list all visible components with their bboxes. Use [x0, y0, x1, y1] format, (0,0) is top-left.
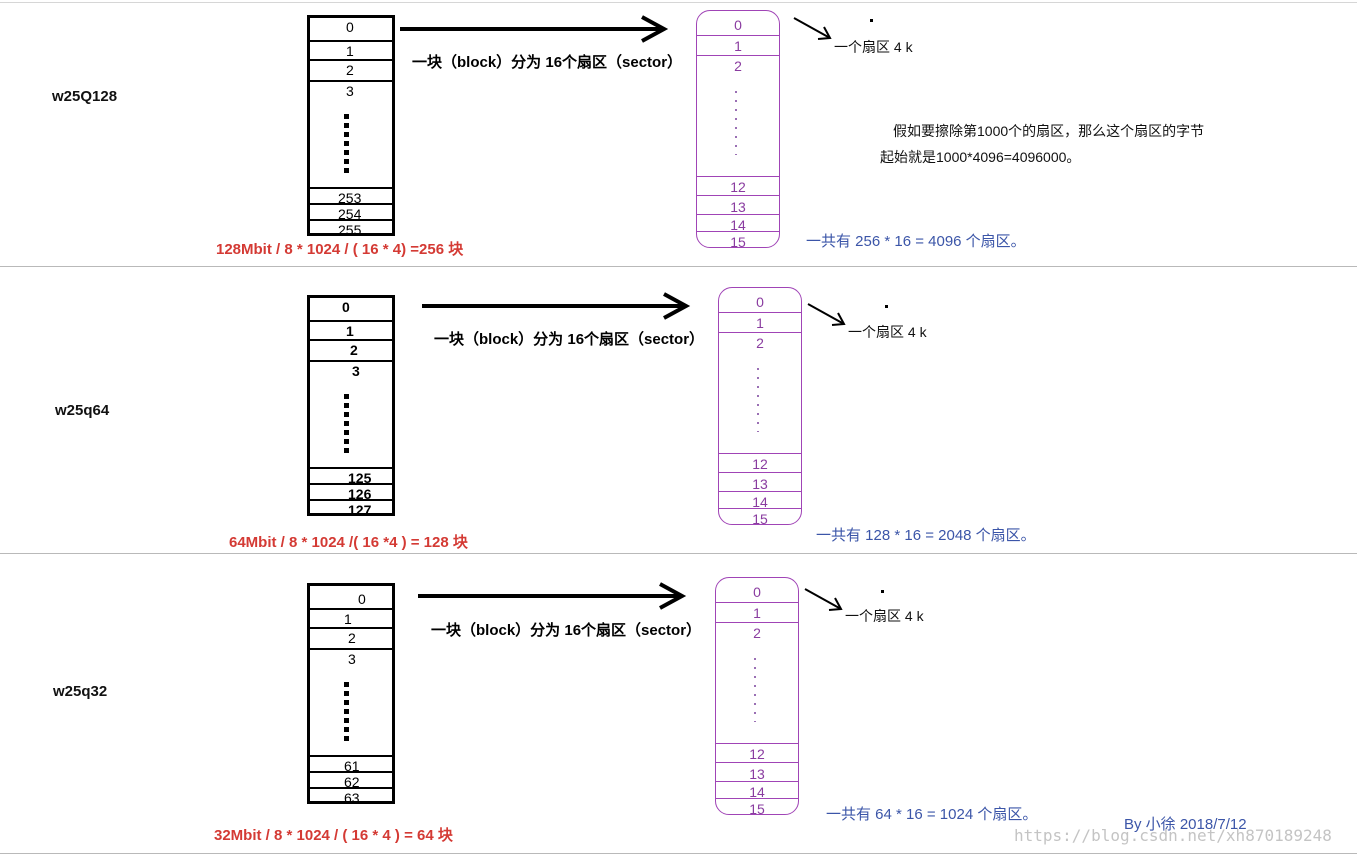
- sector-row: 0: [753, 584, 761, 600]
- sector-row: 12: [719, 453, 801, 472]
- bottom-border: [0, 853, 1357, 854]
- sector-row: 1: [719, 312, 801, 332]
- sector-row: 13: [719, 472, 801, 491]
- sector-column: 0 1 2 12 13 14 15: [718, 287, 802, 526]
- block-row: 2: [310, 59, 392, 82]
- block-column: 0 1 2 3 61 62 63: [307, 583, 395, 805]
- erase-note-line-1: 假如要擦除第1000个的扇区，那么这个扇区的字节: [893, 123, 1205, 139]
- dot-marker: [870, 19, 873, 22]
- author-byline: By 小徐 2018/7/12: [1124, 816, 1247, 833]
- sector-row: 0: [756, 294, 764, 310]
- block-row: 253: [310, 187, 392, 205]
- chip-name: w25q32: [53, 683, 108, 700]
- block-row: 0: [358, 591, 366, 607]
- block-row: 1: [310, 320, 392, 341]
- sector-row: 12: [716, 743, 798, 762]
- sector-row: 0: [734, 17, 742, 33]
- block-count-formula: 32Mbit / 8 * 1024 / ( 16 * 4 ) = 64 块: [214, 827, 453, 844]
- sector-row: 2: [716, 622, 798, 641]
- sector-row: 15: [716, 798, 798, 816]
- block-row: 1: [310, 40, 392, 61]
- watermark: https://blog.csdn.net/xh870189248: [1014, 826, 1332, 845]
- sector-column: 0 1 2 12 13 14 15: [715, 577, 799, 816]
- arrow-icon: [422, 292, 691, 320]
- sector-row: 12: [697, 176, 779, 195]
- sector-size-label: 一个扇区 4 k: [848, 324, 927, 340]
- block-row: 254: [310, 203, 392, 221]
- block-row: 127: [310, 499, 392, 517]
- arrow-label: 一块（block）分为 16个扇区（sector）: [412, 54, 683, 71]
- top-border: [0, 2, 1357, 3]
- section-divider-2: [0, 553, 1357, 554]
- block-row: 63: [310, 787, 392, 805]
- block-count-formula: 64Mbit / 8 * 1024 /( 16 *4 ) = 128 块: [229, 534, 468, 551]
- small-arrow-icon: [804, 588, 843, 611]
- sector-row: 15: [697, 231, 779, 249]
- block-row: 62: [310, 771, 392, 789]
- arrow-label: 一块（block）分为 16个扇区（sector）: [434, 331, 705, 348]
- block-row: 3: [310, 80, 392, 104]
- sector-row: 14: [716, 781, 798, 799]
- arrow-icon: [400, 15, 669, 43]
- sector-total: 一共有 128 * 16 = 2048 个扇区。: [816, 527, 1036, 544]
- ellipsis-dots: [757, 368, 759, 432]
- section-divider-1: [0, 266, 1357, 267]
- chip-name: w25Q128: [52, 88, 118, 105]
- sector-total: 一共有 64 * 16 = 1024 个扇区。: [826, 806, 1038, 823]
- dot-marker: [881, 590, 884, 593]
- block-count-formula: 128Mbit / 8 * 1024 / ( 16 * 4) =256 块: [216, 241, 464, 258]
- sector-row: 1: [697, 35, 779, 55]
- sector-row: 15: [719, 508, 801, 526]
- small-arrow-icon: [807, 303, 846, 326]
- sector-total: 一共有 256 * 16 = 4096 个扇区。: [806, 233, 1026, 250]
- block-row: 3: [310, 648, 392, 672]
- chip-name: w25q64: [55, 402, 110, 419]
- sector-column: 0 1 2 12 13 14 15: [696, 10, 780, 249]
- block-row: 126: [310, 483, 392, 501]
- block-row: 255: [310, 219, 392, 237]
- sector-row: 1: [716, 602, 798, 622]
- block-row: 125: [310, 467, 392, 485]
- block-row: 1: [310, 608, 392, 629]
- block-column: 0 1 2 3 125 126 127: [307, 295, 395, 517]
- sector-row: 13: [716, 762, 798, 781]
- sector-size-label: 一个扇区 4 k: [834, 39, 913, 55]
- ellipsis-dots: [735, 91, 737, 155]
- arrow-icon: [418, 582, 687, 610]
- block-row: 2: [310, 339, 392, 362]
- block-column: 0 1 2 3 253 254 255: [307, 15, 395, 237]
- sector-size-label: 一个扇区 4 k: [845, 608, 924, 624]
- sector-row: 13: [697, 195, 779, 214]
- block-row: 2: [310, 627, 392, 650]
- sector-row: 2: [697, 55, 779, 74]
- block-row: 0: [342, 299, 350, 315]
- erase-note-line-2: 起始就是1000*4096=4096000。: [880, 149, 1081, 165]
- sector-row: 14: [719, 491, 801, 509]
- sector-row: 2: [719, 332, 801, 351]
- block-row: 61: [310, 755, 392, 773]
- ellipsis-dots: [344, 114, 349, 176]
- ellipsis-dots: [344, 682, 349, 744]
- block-row: 0: [346, 19, 354, 35]
- ellipsis-dots: [754, 658, 756, 722]
- dot-marker: [885, 305, 888, 308]
- sector-row: 14: [697, 214, 779, 232]
- block-row: 3: [310, 360, 392, 384]
- arrow-label: 一块（block）分为 16个扇区（sector）: [431, 622, 702, 639]
- small-arrow-icon: [793, 17, 832, 40]
- ellipsis-dots: [344, 394, 349, 456]
